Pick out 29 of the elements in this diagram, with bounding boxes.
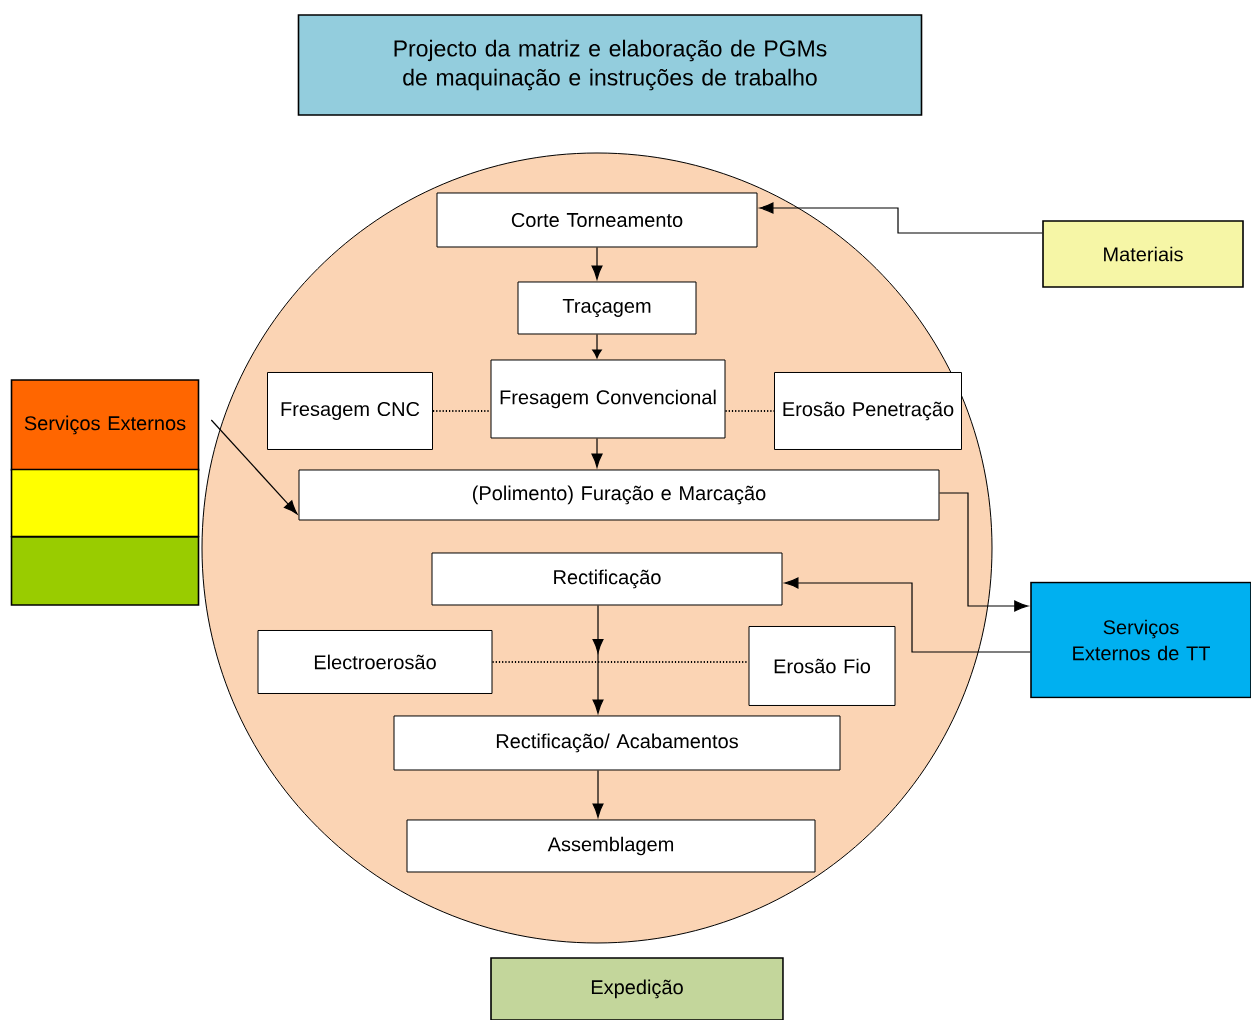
service-box: Serviços Externos bbox=[10, 379, 200, 471]
service-box: Serviços Externos de TT bbox=[1030, 581, 1251, 699]
process-box: Corte Torneamento bbox=[436, 192, 758, 248]
process-box: Erosão Fio bbox=[748, 626, 896, 706]
process-box: Rectificação/ Acabamentos bbox=[393, 715, 841, 771]
process-box: (Polimento) Furação e Marcação bbox=[298, 469, 940, 521]
arrow bbox=[591, 246, 603, 280]
arrow bbox=[759, 202, 1043, 234]
process-box: Fresagem CNC bbox=[267, 372, 433, 450]
arrow bbox=[592, 604, 604, 714]
process-box: Erosão Penetração bbox=[774, 372, 962, 450]
service-box bbox=[10, 468, 200, 538]
title-box: Projecto da matriz e elaboração de PGMs de maquinação e instruções de trabalho bbox=[297, 14, 923, 116]
process-box: Electroerosão bbox=[257, 630, 493, 694]
process-box: Assemblagem bbox=[406, 819, 816, 873]
input-box: Materiais bbox=[1042, 220, 1244, 288]
process-box: Fresagem Convencional bbox=[490, 359, 726, 439]
arrow bbox=[784, 577, 1031, 653]
connector-line bbox=[433, 409, 491, 413]
connector-line bbox=[492, 660, 749, 664]
arrow bbox=[592, 333, 602, 359]
output-box: Expedição bbox=[490, 957, 784, 1020]
arrow bbox=[938, 492, 1029, 612]
arrow bbox=[592, 769, 604, 818]
connector-line bbox=[725, 409, 774, 413]
process-box: Traçagem bbox=[517, 281, 697, 335]
arrow bbox=[591, 437, 603, 468]
service-box bbox=[10, 536, 200, 606]
process-box: Rectificação bbox=[431, 552, 783, 606]
